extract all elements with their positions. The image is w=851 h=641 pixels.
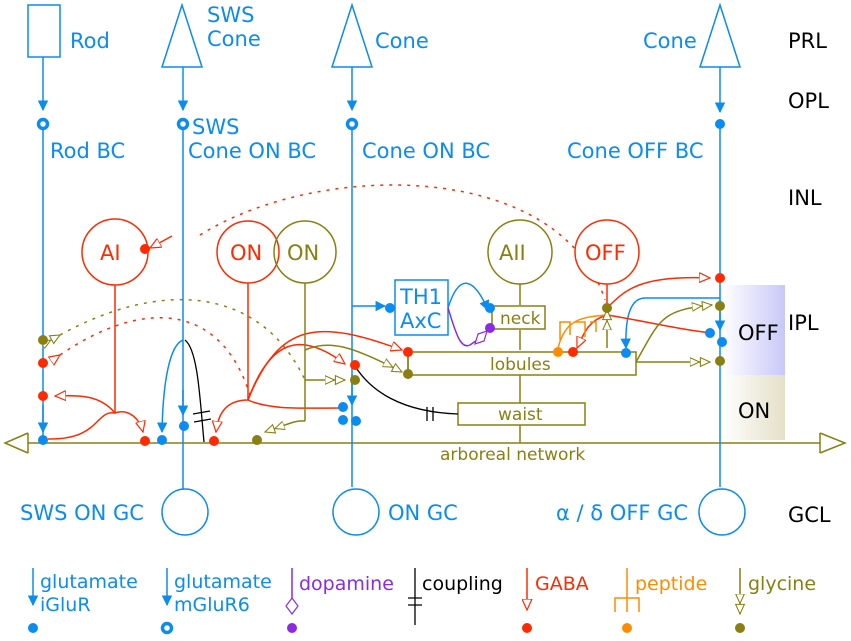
rod-bc-label: Rod BC xyxy=(50,139,125,163)
layer-gcl: GCL xyxy=(788,503,831,527)
th1-label: TH1 xyxy=(399,285,442,309)
dopamine-receptor xyxy=(474,330,488,345)
legend-glutamate-iglur: glutamate iGluR xyxy=(27,568,138,633)
layer-inl: INL xyxy=(788,186,822,210)
legend-label: peptide xyxy=(635,573,707,595)
on-gaba-label: ON xyxy=(230,241,262,265)
layer-prl: PRL xyxy=(788,29,827,53)
sws-cone-label-2: Cone xyxy=(207,27,261,51)
legend-label: glutamate xyxy=(40,571,138,593)
legend-dopamine: dopamine xyxy=(285,568,394,633)
ai-gaba-synapse xyxy=(140,244,150,254)
th1-axc xyxy=(394,279,449,336)
ipl-on-sublamina xyxy=(722,375,785,440)
alpha-delta-off-gc xyxy=(698,488,746,536)
legend-label: glycine xyxy=(748,573,816,595)
cone-on-label: Cone xyxy=(375,29,429,53)
cone-on-bc-label: Cone ON BC xyxy=(362,139,490,163)
axc-label: AxC xyxy=(400,309,441,333)
sublamina-off: OFF xyxy=(738,321,779,345)
legend-gaba: GABA xyxy=(522,568,589,633)
aii-lobules xyxy=(407,351,637,376)
rod-bc-dendrite-mglur6 xyxy=(36,117,50,131)
legend-glutamate-mglur6: glutamate mGluR6 xyxy=(160,568,272,635)
arboreal-network xyxy=(3,432,848,454)
cone-off-bc-label: Cone OFF BC xyxy=(567,139,703,163)
legend-label: glutamate xyxy=(174,571,272,593)
neck-label: neck xyxy=(500,309,541,329)
sws-bc-label: SWS xyxy=(192,115,239,139)
legend-label: iGluR xyxy=(40,594,91,616)
sws-bc-dendrite-mglur6 xyxy=(176,117,190,131)
legend-label: mGluR6 xyxy=(174,594,250,616)
alpha-delta-off-gc-label: α / δ OFF GC xyxy=(556,501,688,525)
legend-label: GABA xyxy=(535,573,589,595)
ai-label: AI xyxy=(100,241,121,265)
arboreal-network-label: arboreal network xyxy=(440,445,585,465)
on-gc xyxy=(332,488,380,536)
legend-peptide: peptide xyxy=(614,568,707,633)
on-gc-label: ON GC xyxy=(388,501,458,525)
layer-ipl: IPL xyxy=(788,311,819,335)
sws-cone-label: SWS xyxy=(207,3,254,27)
legend-label: coupling xyxy=(422,573,503,595)
cone-off-photoreceptor xyxy=(698,2,742,68)
cone-on-bc-dendrite-mglur6 xyxy=(345,117,359,131)
aii-label: AII xyxy=(499,241,526,265)
waist-label: waist xyxy=(498,405,543,425)
ipl-off-sublamina xyxy=(722,285,785,375)
cone-off-label: Cone xyxy=(643,29,697,53)
layer-opl: OPL xyxy=(788,89,829,113)
sws-on-gc xyxy=(161,488,209,536)
rod-label: Rod xyxy=(70,29,110,53)
rod-photoreceptor xyxy=(27,4,61,58)
off-label: OFF xyxy=(585,241,626,265)
on-glycine-label: ON xyxy=(287,241,319,265)
sublamina-on: ON xyxy=(738,399,770,423)
sws-on-gc-label: SWS ON GC xyxy=(20,501,144,525)
cone-on-photoreceptor xyxy=(330,2,374,68)
legend-coupling: coupling xyxy=(408,568,503,625)
aii-neck xyxy=(491,305,546,330)
cone-off-bc-dendrite-iglur xyxy=(715,119,725,129)
legend: glutamate iGluR glutamate mGluR6 dopamin… xyxy=(27,568,816,635)
sws-bc-label-2: Cone ON BC xyxy=(188,139,316,163)
legend-label: dopamine xyxy=(299,573,394,595)
legend-glycine: glycine xyxy=(735,568,816,633)
lobules-label: lobules xyxy=(490,355,551,375)
sws-cone-photoreceptor xyxy=(160,2,204,68)
